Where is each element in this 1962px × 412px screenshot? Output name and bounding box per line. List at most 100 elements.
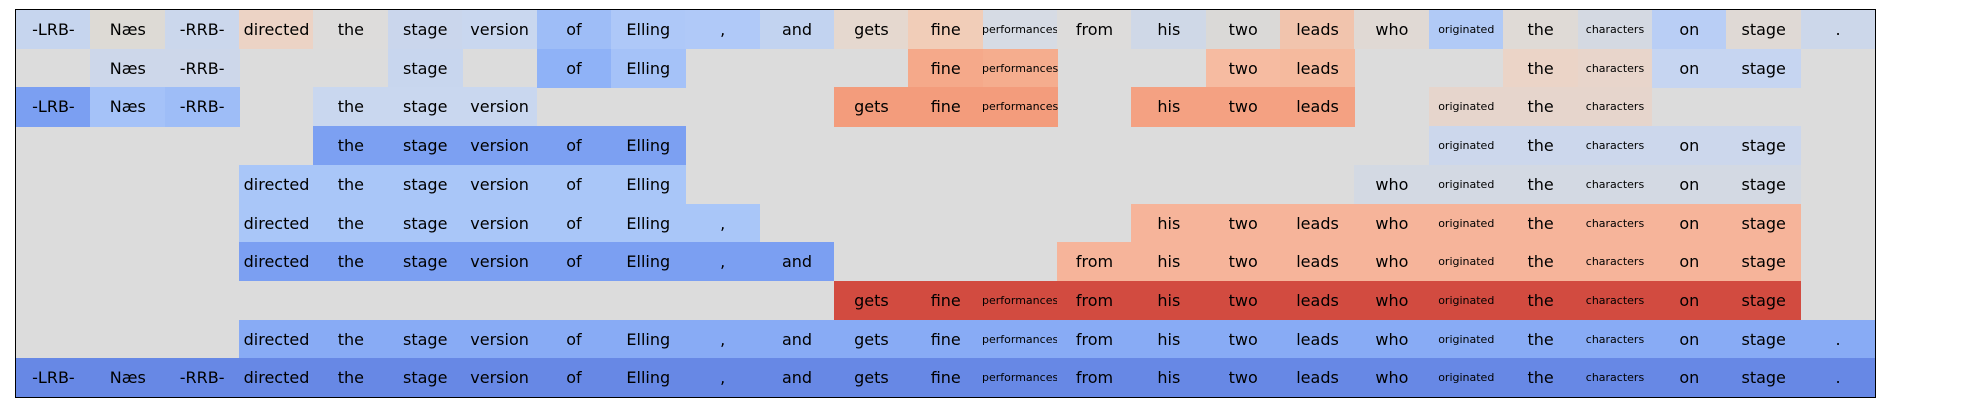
token-cell: performances <box>982 10 1058 50</box>
token-cell: version <box>462 126 538 166</box>
token-cell: Elling <box>610 10 686 50</box>
token-cell: and <box>759 242 835 282</box>
token-cell: of <box>536 319 612 359</box>
token-cell: leads <box>1280 203 1355 243</box>
token-cell: Elling <box>610 203 686 243</box>
token-cell: the <box>1503 358 1579 398</box>
token-cell: of <box>536 242 612 282</box>
token-cell: directed <box>239 203 314 243</box>
token-cell: gets <box>833 358 909 398</box>
token-cell: who <box>1354 280 1430 321</box>
token-cell: of <box>536 126 612 166</box>
token-cell: from <box>1057 242 1132 282</box>
token-cell: two <box>1205 203 1281 243</box>
token-cell: version <box>462 242 538 282</box>
token-cell: version <box>462 358 538 398</box>
token-cell: stage <box>1726 358 1802 398</box>
token-cell: the <box>1503 48 1579 88</box>
token-cell: the <box>1503 280 1579 321</box>
token-cell: fine <box>908 280 984 321</box>
token-cell: Elling <box>610 358 686 398</box>
token-cell: leads <box>1280 319 1355 359</box>
token-cell: on <box>1651 242 1727 282</box>
token-cell: characters <box>1577 126 1653 166</box>
token-cell: stage <box>1726 10 1802 50</box>
token-cell: version <box>462 164 538 204</box>
token-cell: originated <box>1428 87 1504 127</box>
token-cell: characters <box>1577 203 1653 243</box>
token-cell: who <box>1354 358 1430 398</box>
token-cell: the <box>1503 126 1579 166</box>
token-cell: -LRB- <box>16 10 91 50</box>
token-cell: stage <box>387 242 463 282</box>
token-cell: characters <box>1577 10 1653 50</box>
token-cell: Elling <box>610 242 686 282</box>
token-cell: , <box>685 242 761 282</box>
token-cell: -RRB- <box>164 48 240 88</box>
token-cell: from <box>1057 319 1132 359</box>
token-cell: stage <box>387 48 463 88</box>
token-cell: gets <box>833 87 909 127</box>
token-cell: leads <box>1280 242 1355 282</box>
token-cell: originated <box>1428 358 1504 398</box>
token-cell: performances <box>982 358 1058 398</box>
token-cell: two <box>1205 358 1281 398</box>
token-cell: performances <box>982 87 1058 127</box>
token-cell: his <box>1131 203 1207 243</box>
token-cell: of <box>536 164 612 204</box>
token-cell: the <box>313 319 389 359</box>
token-cell: the <box>1503 87 1579 127</box>
token-cell: Næs <box>90 10 166 50</box>
token-cell: of <box>536 10 612 50</box>
token-cell: the <box>313 242 389 282</box>
token-cell: his <box>1131 319 1207 359</box>
token-cell: directed <box>239 319 314 359</box>
token-cell: characters <box>1577 48 1653 88</box>
token-cell: his <box>1131 87 1207 127</box>
token-cell: stage <box>1726 164 1802 204</box>
token-cell: who <box>1354 319 1430 359</box>
token-cell: originated <box>1428 242 1504 282</box>
token-cell: from <box>1057 280 1132 321</box>
token-cell: version <box>462 319 538 359</box>
token-cell: Næs <box>90 48 166 88</box>
token-cell: his <box>1131 358 1207 398</box>
token-cell: version <box>462 203 538 243</box>
token-cell: -LRB- <box>16 87 91 127</box>
token-cell: leads <box>1280 87 1355 127</box>
token-cell: fine <box>908 48 984 88</box>
token-cell: directed <box>239 242 314 282</box>
token-cell: directed <box>239 10 314 50</box>
token-cell: stage <box>387 319 463 359</box>
token-cell: the <box>1503 242 1579 282</box>
token-cell: -RRB- <box>164 10 240 50</box>
token-cell: leads <box>1280 280 1355 321</box>
token-cell: stage <box>387 87 463 127</box>
token-cell: of <box>536 358 612 398</box>
token-cell: performances <box>982 48 1058 88</box>
token-cell: directed <box>239 358 314 398</box>
token-cell: from <box>1057 358 1132 398</box>
token-cell: Elling <box>610 164 686 204</box>
token-cell: the <box>1503 10 1579 50</box>
token-cell: -RRB- <box>164 358 240 398</box>
token-cell: originated <box>1428 203 1504 243</box>
token-cell: stage <box>1726 242 1802 282</box>
token-cell: . <box>1800 358 1876 398</box>
token-cell: characters <box>1577 319 1653 359</box>
token-cell: fine <box>908 319 984 359</box>
token-cell: the <box>313 87 389 127</box>
token-cell: stage <box>387 10 463 50</box>
token-cell: on <box>1651 319 1727 359</box>
token-cell: two <box>1205 319 1281 359</box>
token-cell: originated <box>1428 280 1504 321</box>
token-cell: gets <box>833 280 909 321</box>
token-cell: the <box>313 10 389 50</box>
token-cell: of <box>536 48 612 88</box>
token-cell: gets <box>833 10 909 50</box>
token-cell: on <box>1651 164 1727 204</box>
token-cell: the <box>313 164 389 204</box>
token-cell: . <box>1800 319 1876 359</box>
token-cell: , <box>685 10 761 50</box>
